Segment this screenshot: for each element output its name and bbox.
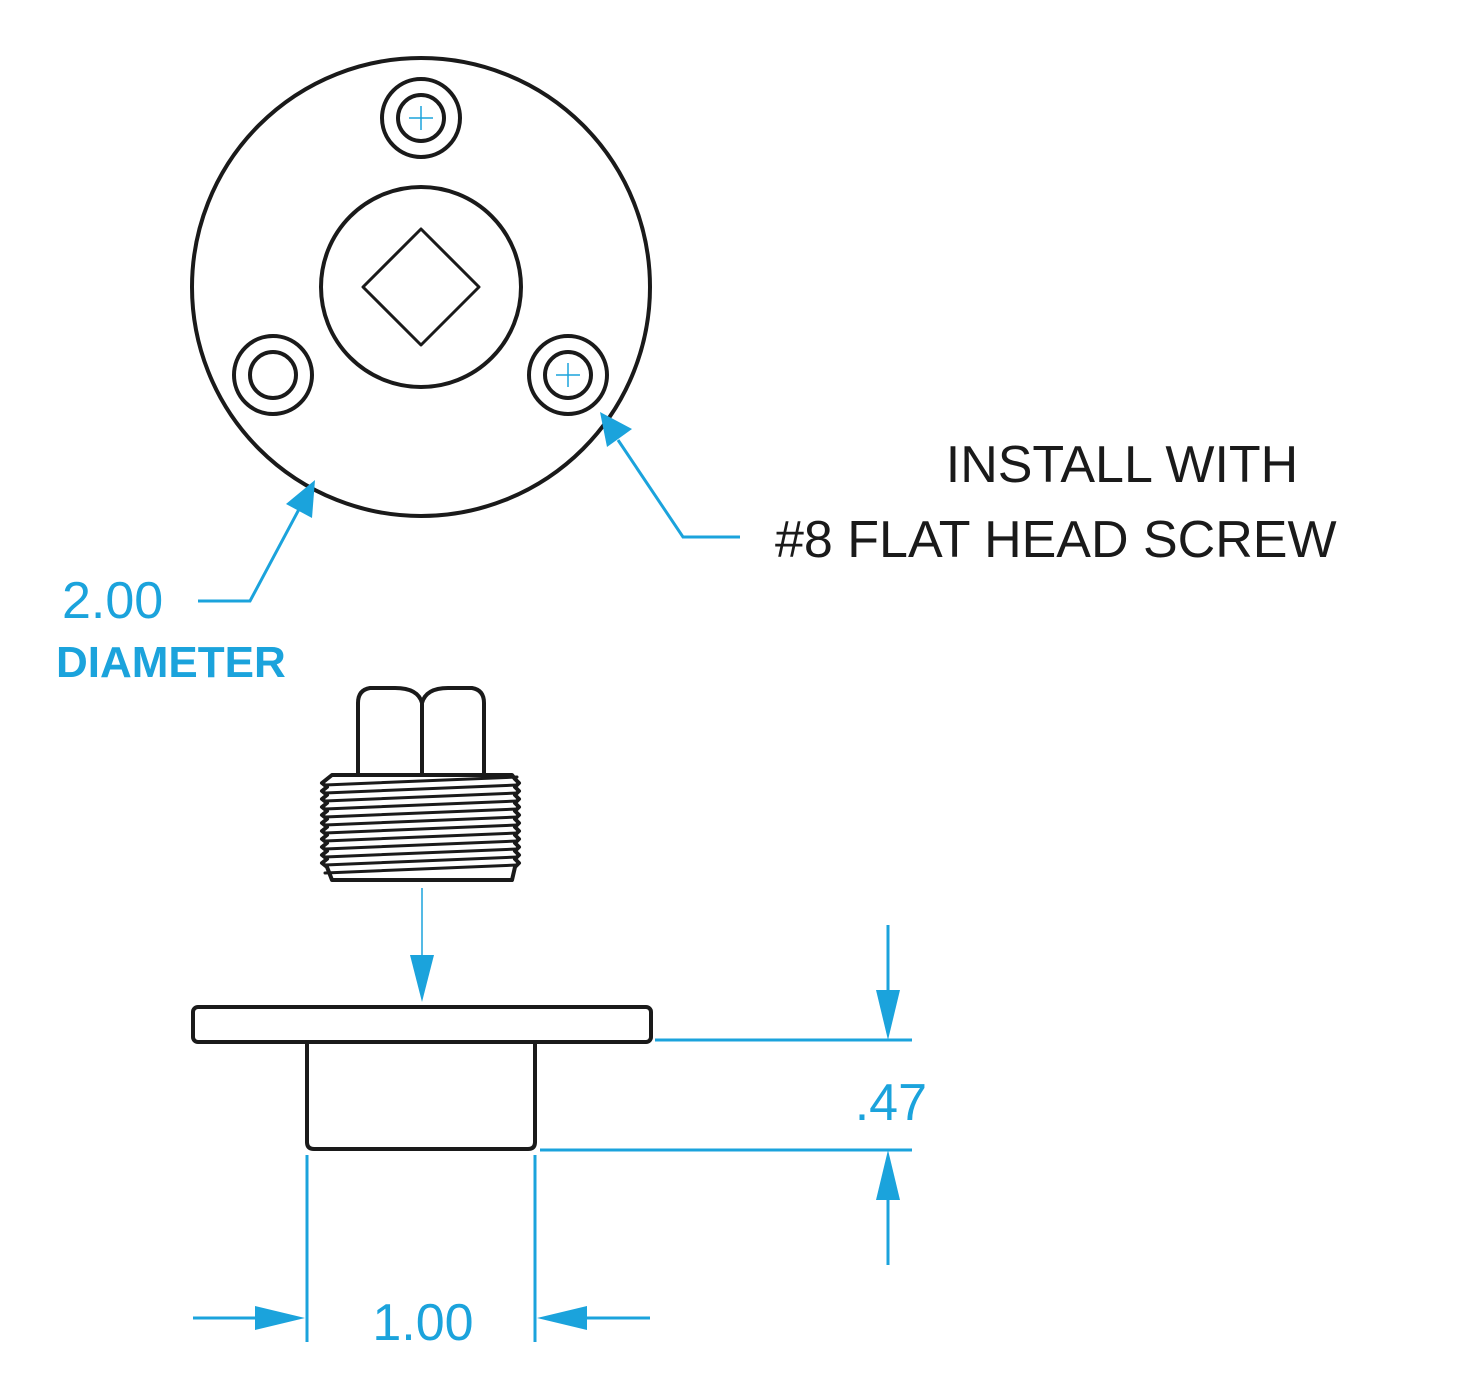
width-value: 1.00 [372,1294,473,1352]
height-value: .47 [855,1074,927,1132]
height-arrow-top [876,990,900,1040]
square-drive-socket [361,227,481,347]
width-arrow-left [255,1306,305,1330]
height-arrow-bottom [876,1150,900,1200]
screw-hole-top [380,77,462,159]
screw-arrow-head [600,412,632,447]
diameter-arrow-head [286,480,315,518]
top-view [190,56,652,518]
body-side [305,1040,537,1151]
diameter-leader [198,480,315,603]
height-dimension [540,925,912,1265]
side-view [191,1005,653,1151]
screw-hole-right [527,334,609,416]
install-note-line1: INSTALL WITH [946,436,1298,494]
assembly-arrow [410,888,434,1002]
hex-head [356,686,486,777]
flange-side [191,1005,653,1044]
screw-hole-left [232,334,314,416]
diameter-label: DIAMETER [56,638,286,687]
hub-circle [319,185,523,389]
width-dimension [193,1155,650,1342]
diameter-value: 2.00 [62,572,163,630]
flange-outline [190,56,652,518]
drain-plug [320,686,521,882]
threaded-shank [320,773,521,882]
assembly-arrow-head [410,955,434,1002]
screw-leader [600,412,740,539]
install-note-line2: #8 FLAT HEAD SCREW [775,511,1337,569]
width-arrow-right [537,1306,587,1330]
